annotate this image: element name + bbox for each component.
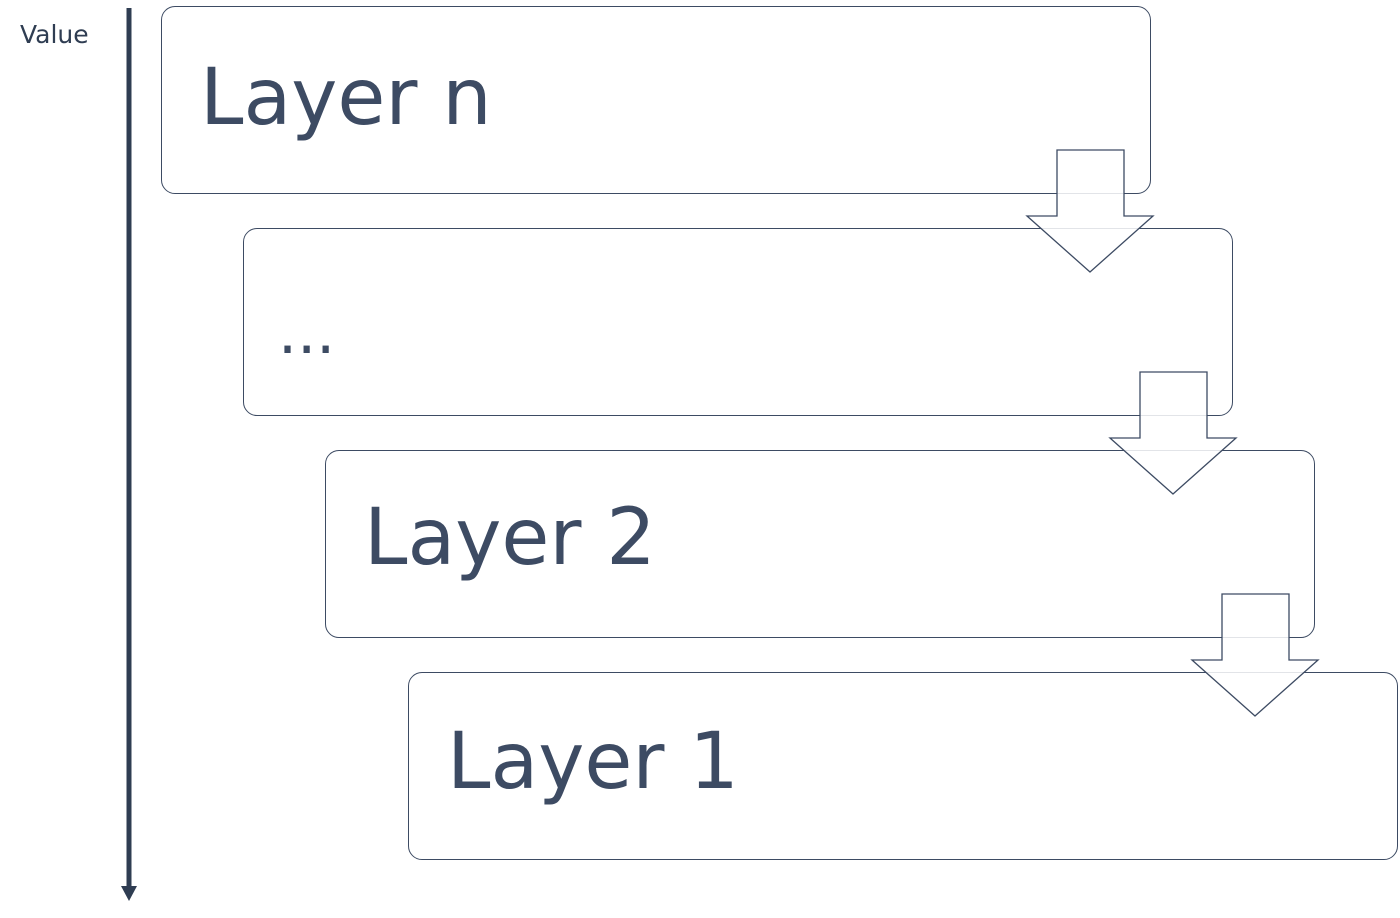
layer-label: Layer n: [200, 53, 492, 143]
layer-label: ...: [278, 298, 336, 368]
layer-box-n: Layer n: [161, 6, 1151, 194]
layer-label: Layer 1: [447, 717, 739, 807]
value-axis-arrowhead: [121, 886, 137, 901]
layer-box-ellipsis: ...: [243, 228, 1233, 416]
layer-label: Layer 2: [364, 493, 656, 583]
layer-box-2: Layer 2: [325, 450, 1315, 638]
layer-box-1: Layer 1: [408, 672, 1398, 860]
axis-label: Value: [20, 20, 89, 49]
